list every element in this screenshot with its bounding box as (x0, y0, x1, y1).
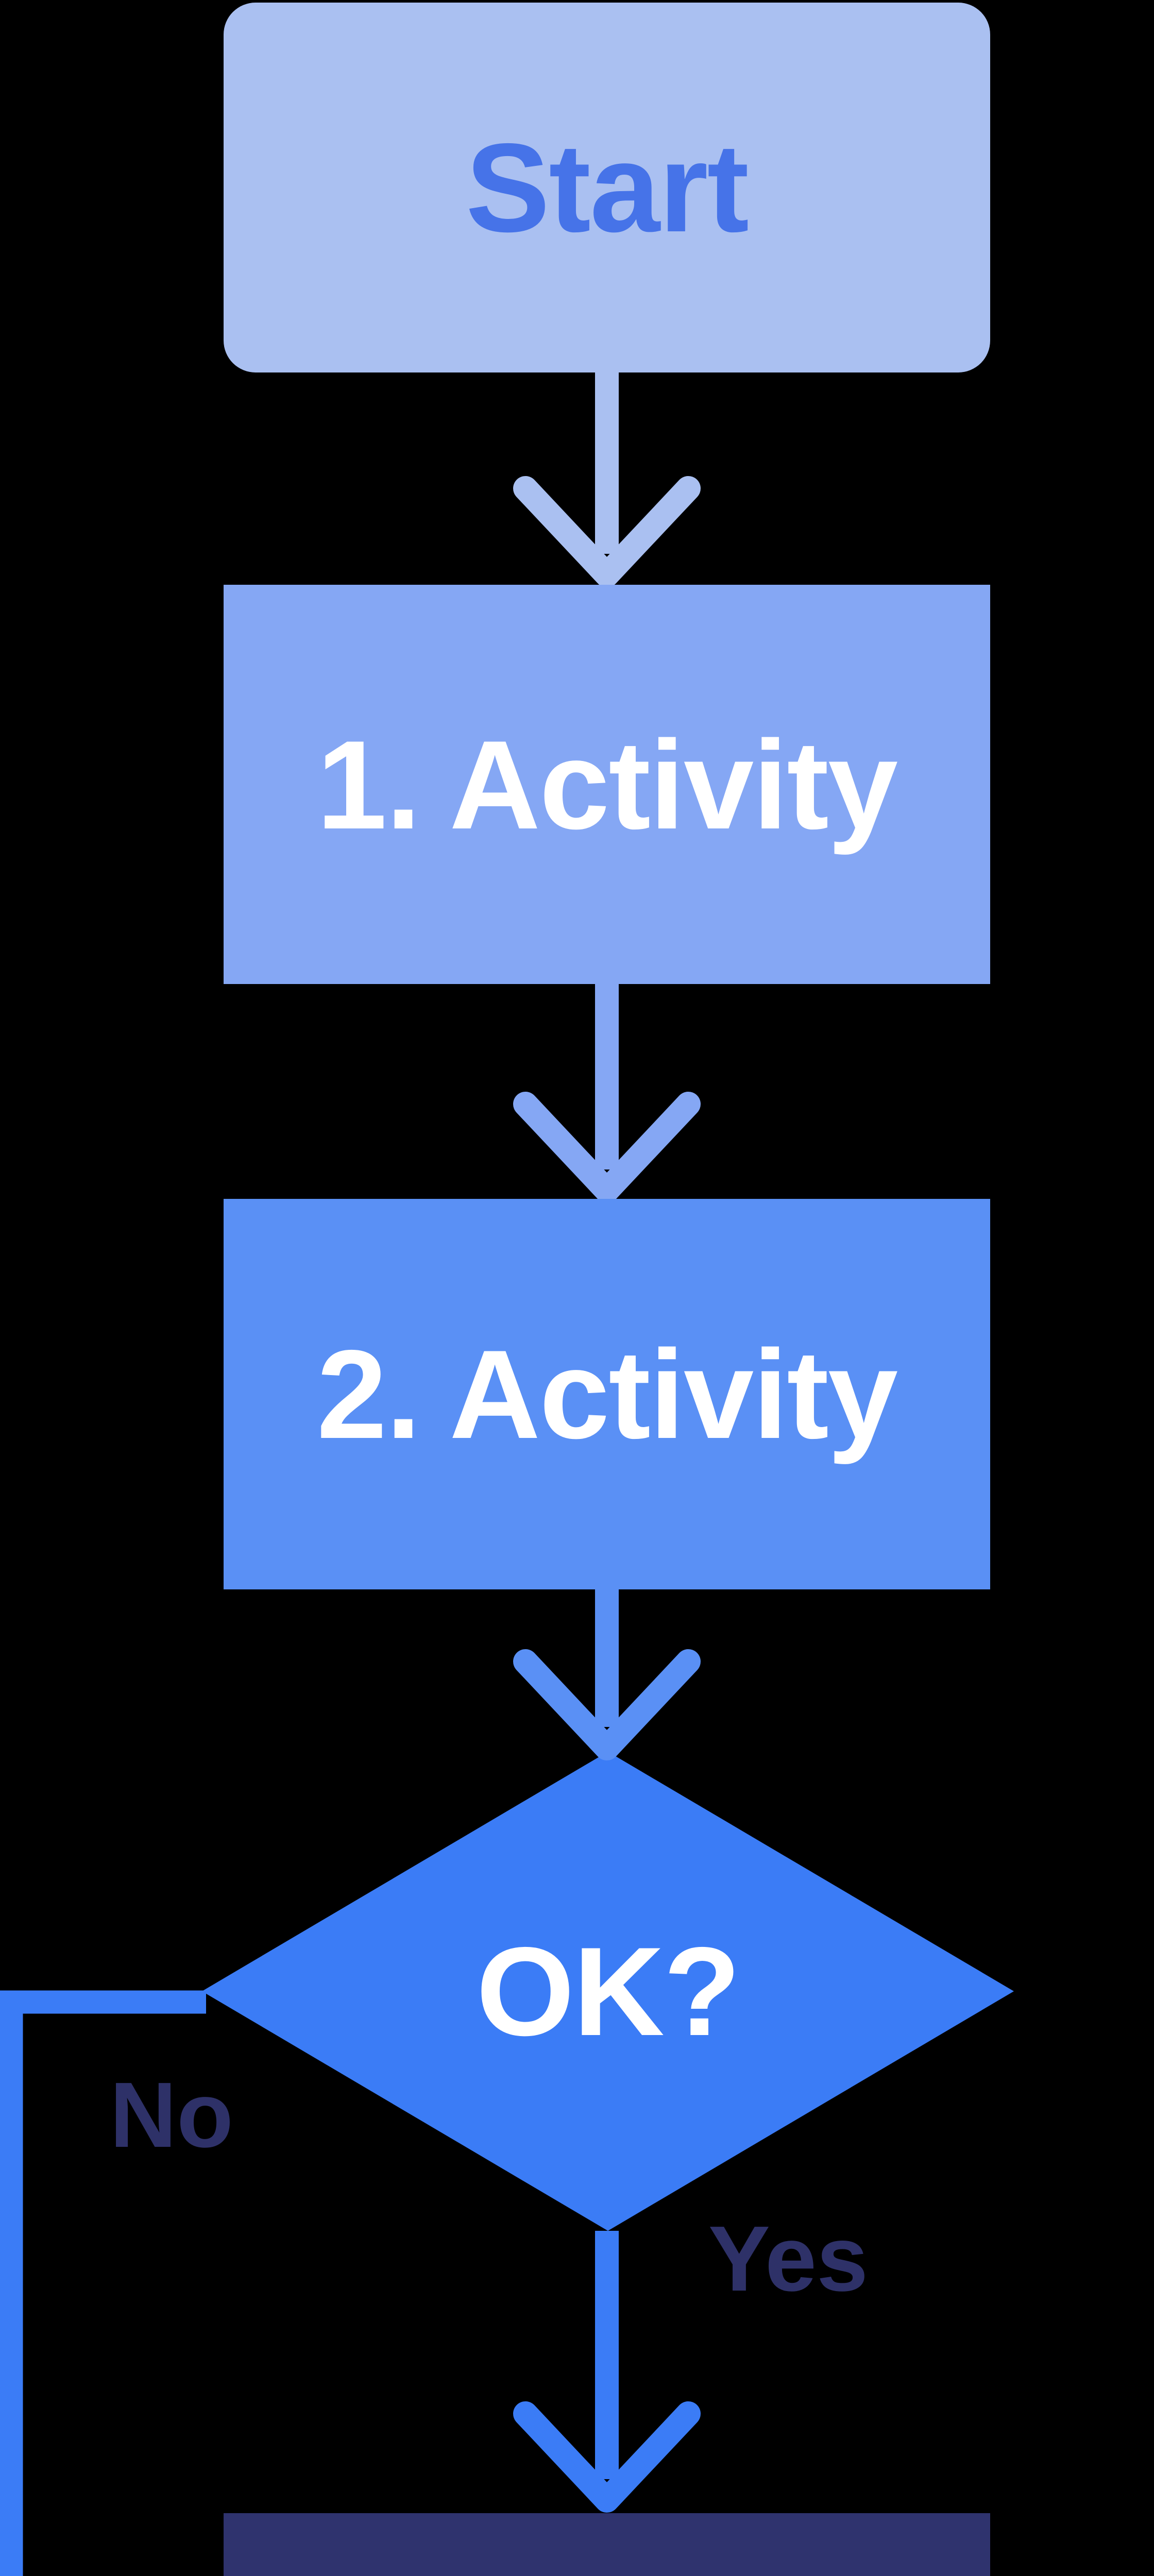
node-activity1-label: 1. Activity (316, 714, 898, 855)
decision-diamond-shape (202, 1752, 1014, 2231)
arrow-start-to-activity1 (513, 372, 701, 587)
edge-label-no: No (110, 2063, 233, 2167)
node-decision-label: OK? (476, 1921, 740, 2062)
node-activity2: 2. Activity (224, 1199, 990, 1589)
node-start-label: Start (465, 117, 749, 258)
arrow-activity1-to-activity2 (513, 984, 701, 1203)
arrow-decision-no-to-activity4 (0, 1990, 206, 2576)
node-start: Start (224, 3, 990, 372)
arrow-decision-yes-to-activity3 (513, 2231, 701, 2513)
arrow-activity2-to-decision (513, 1589, 701, 1760)
node-activity3: 3. Activity (224, 2513, 990, 2576)
node-decision: OK? (222, 1921, 994, 2062)
node-activity1: 1. Activity (224, 585, 990, 984)
arrow-down-icon (513, 1649, 701, 1760)
node-activity2-label: 2. Activity (316, 1324, 898, 1465)
arrow-down-icon (513, 476, 701, 587)
arrow-down-icon (513, 2401, 701, 2513)
edge-label-yes: Yes (708, 2207, 869, 2311)
arrow-down-icon (513, 1092, 701, 1203)
